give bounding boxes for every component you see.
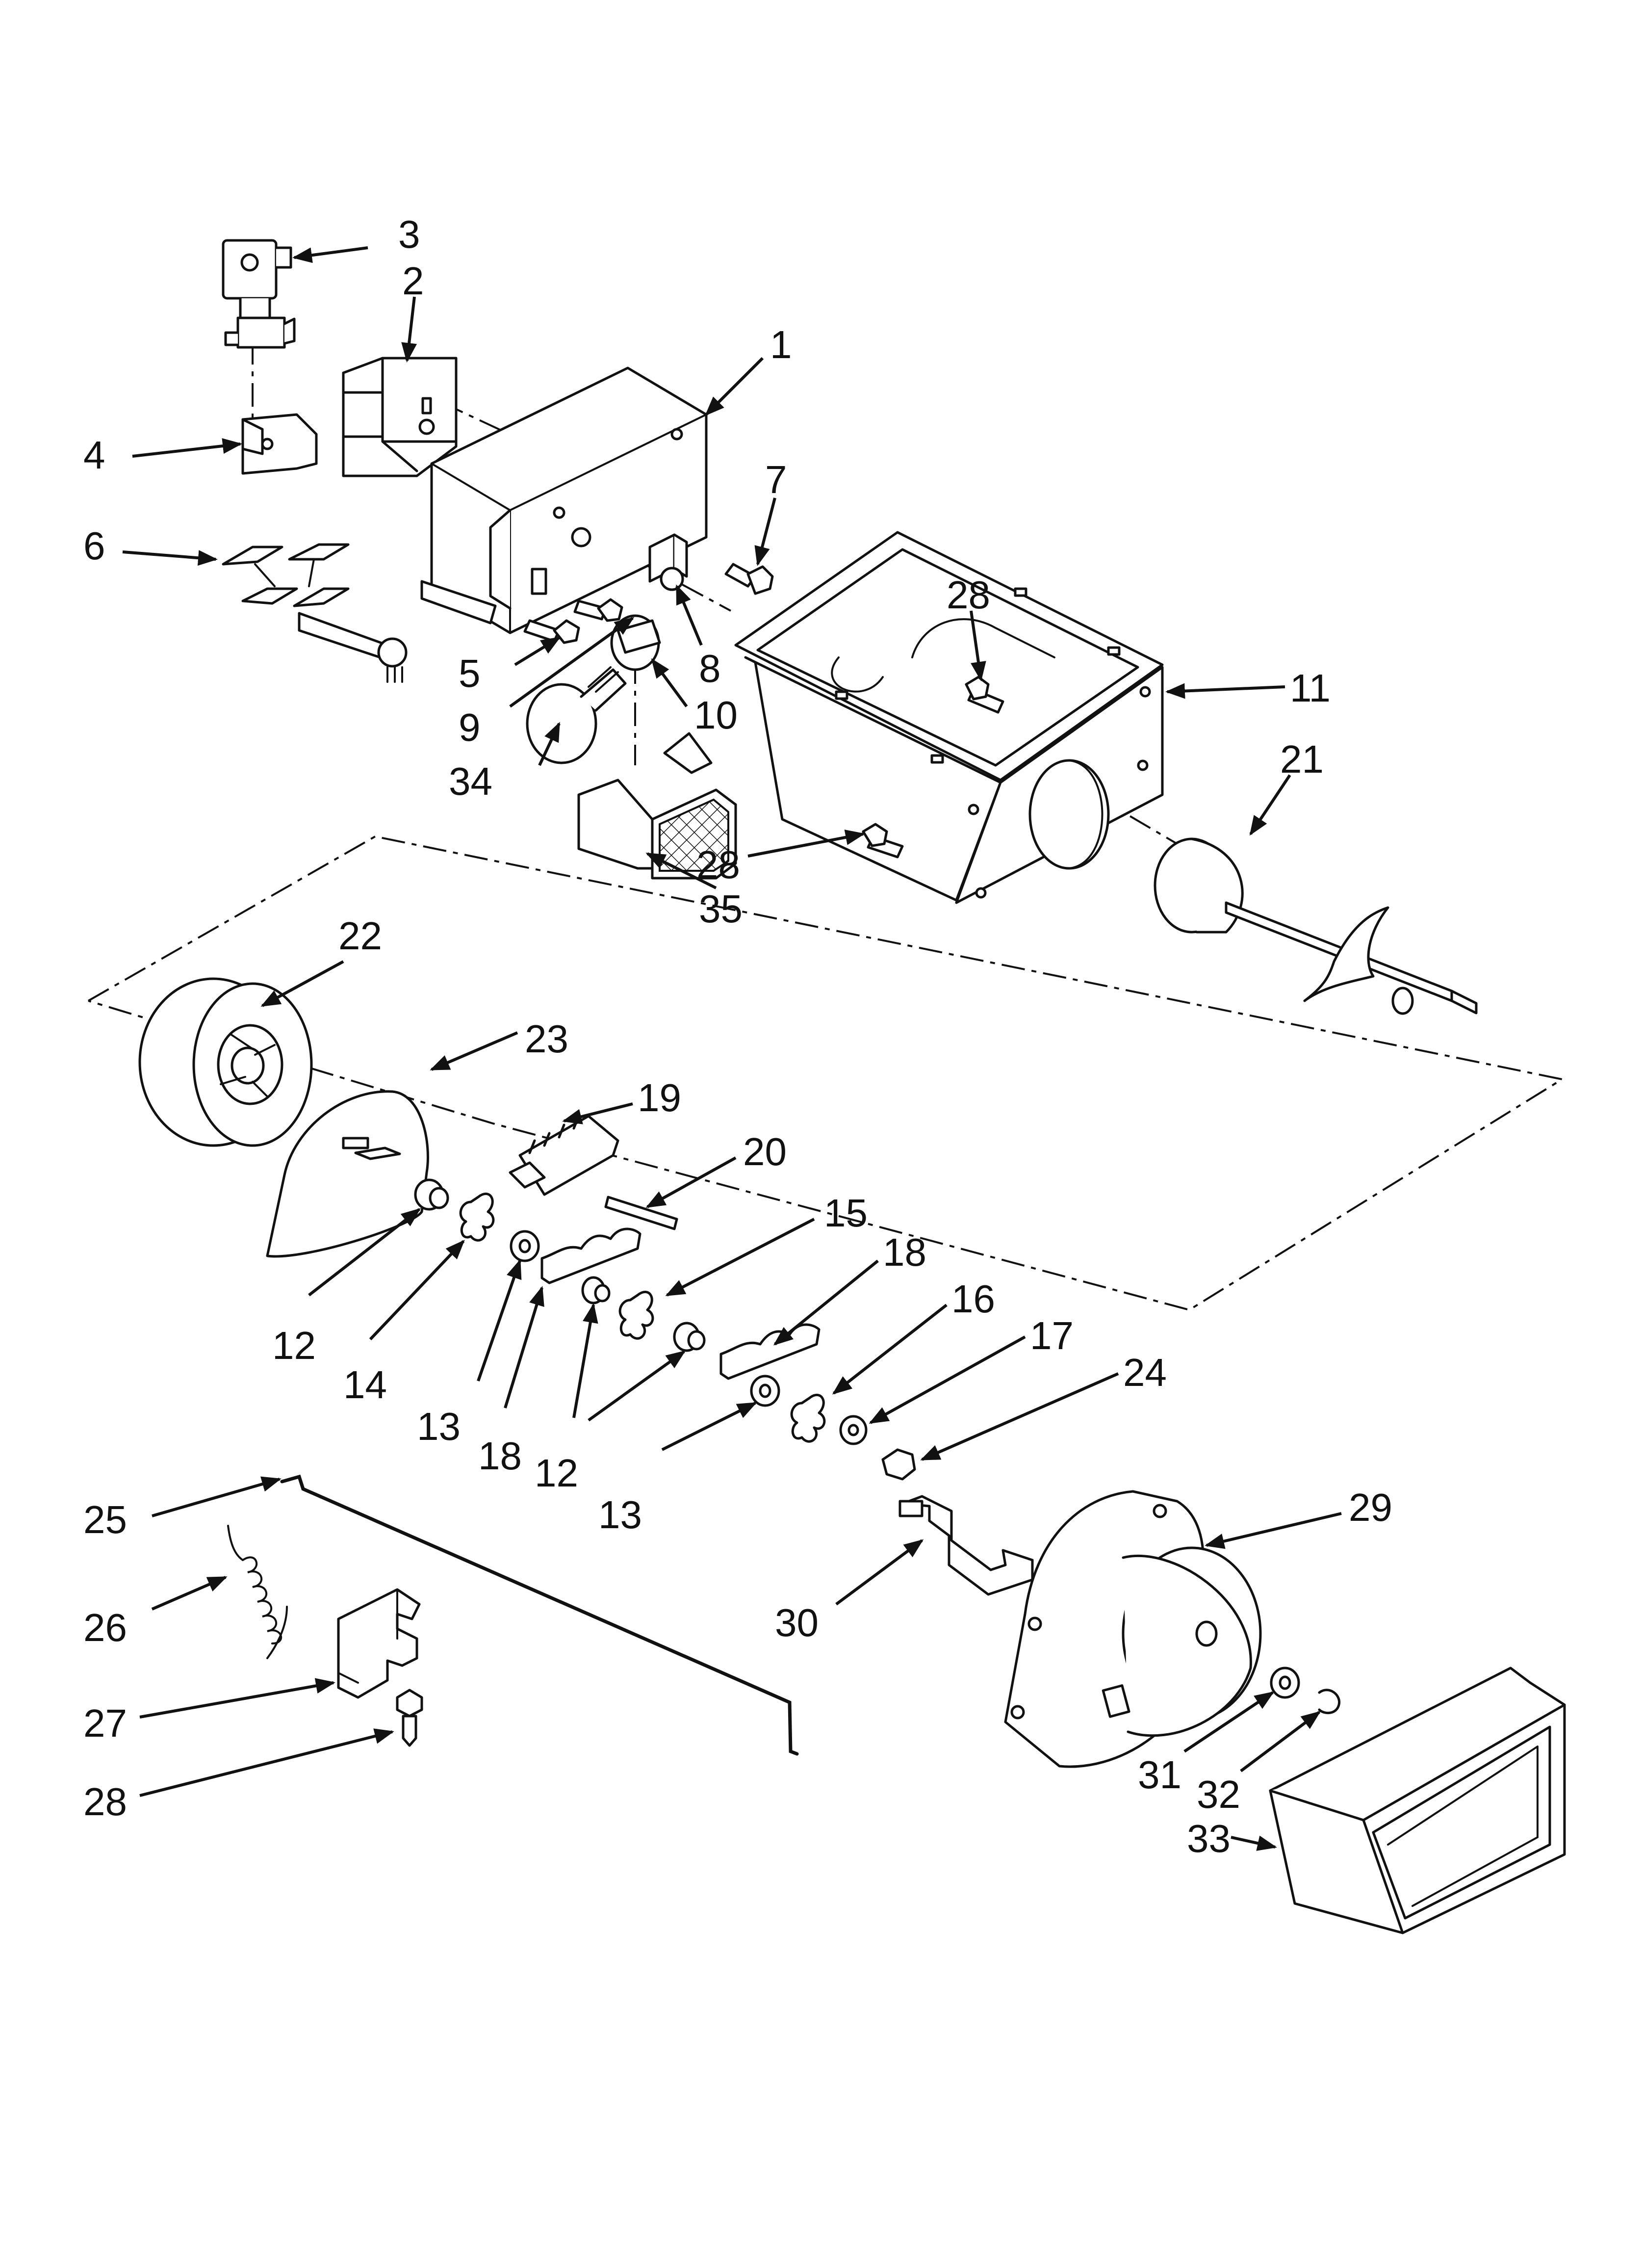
part-water-valve	[222, 239, 296, 349]
part-bracket-8	[648, 533, 688, 591]
part-motor	[1004, 1490, 1262, 1768]
callout-17: 17	[1030, 1314, 1074, 1357]
callout-21: 21	[1280, 737, 1324, 781]
part-nut-24	[881, 1448, 916, 1481]
callout-26: 26	[83, 1606, 127, 1649]
part-screw-9	[573, 598, 623, 622]
part-screw-28-bin-side	[862, 823, 904, 859]
callout-24: 24	[1123, 1351, 1167, 1394]
callout-18-left: 18	[478, 1434, 522, 1478]
callout-8: 8	[699, 647, 721, 690]
callout-30: 30	[775, 1601, 819, 1644]
callout-23: 23	[525, 1017, 568, 1061]
part-washer-13-a	[510, 1230, 540, 1262]
part-cam-18-a	[540, 1227, 641, 1284]
part-drive-wheel	[138, 977, 313, 1147]
callout-1: 1	[770, 323, 792, 366]
callout-28-mid: 28	[696, 843, 740, 886]
callout-34: 34	[449, 759, 492, 803]
part-bushing-12-a	[414, 1178, 449, 1211]
callout-10: 10	[694, 693, 738, 737]
part-bushing-12-b	[581, 1276, 611, 1304]
part-bushing-12-c	[673, 1322, 706, 1352]
callout-32: 32	[1197, 1773, 1240, 1816]
callout-15: 15	[824, 1191, 868, 1235]
part-motor-cover	[1269, 1667, 1566, 1934]
callout-4: 4	[83, 433, 105, 477]
part-gear-14	[459, 1193, 495, 1242]
callout-12-left: 12	[272, 1324, 316, 1367]
part-washer-13-b	[750, 1375, 780, 1407]
part-rod	[280, 1474, 799, 1756]
callout-12-mid: 12	[535, 1451, 578, 1495]
callout-11: 11	[1290, 666, 1331, 710]
part-control-housing	[420, 366, 708, 634]
callout-18-right: 18	[883, 1230, 926, 1274]
part-motor-bracket	[898, 1495, 1034, 1596]
callout-6: 6	[83, 524, 105, 568]
callout-3: 3	[398, 212, 420, 256]
part-auger	[1154, 837, 1478, 1015]
callout-33: 33	[1187, 1817, 1231, 1860]
callout-13-mid: 13	[598, 1493, 642, 1537]
part-gear-15	[618, 1291, 654, 1340]
part-gear-16	[790, 1394, 826, 1443]
callout-13-left: 13	[417, 1405, 461, 1448]
part-actuator-block	[509, 1115, 619, 1196]
part-washer-31	[1270, 1667, 1300, 1699]
part-timer-motor	[342, 357, 458, 477]
callout-25: 25	[83, 1498, 127, 1541]
leader-lines	[122, 246, 1342, 1851]
part-spring	[227, 1525, 288, 1659]
callout-31: 31	[1138, 1753, 1181, 1797]
callout-35: 35	[699, 887, 743, 931]
callout-28-upper: 28	[947, 573, 990, 617]
part-ice-bin-housing	[734, 531, 1164, 904]
callout-14: 14	[343, 1363, 387, 1407]
part-screw-28-lower	[396, 1689, 423, 1747]
callout-2: 2	[402, 259, 424, 303]
part-cam-plate	[266, 1090, 429, 1258]
callout-labels: 3 2 1 4 6 7 5 8 9 10 11 28 34 28 35 21 2…	[83, 212, 1392, 1860]
callout-5: 5	[459, 652, 481, 695]
part-cam-18-b	[719, 1323, 821, 1380]
part-pin	[604, 1196, 678, 1230]
part-ring-32	[1318, 1689, 1341, 1715]
assembly-dash-box	[88, 835, 1565, 1311]
callout-20: 20	[743, 1130, 787, 1173]
callout-19: 19	[638, 1076, 681, 1120]
callout-27: 27	[83, 1701, 127, 1745]
part-valve-bracket	[241, 413, 318, 475]
part-screw-7	[724, 563, 774, 595]
part-screw-5	[523, 619, 580, 644]
callout-16: 16	[951, 1277, 995, 1321]
callout-22: 22	[338, 914, 382, 958]
part-light-shield	[577, 732, 737, 880]
part-clip	[337, 1588, 421, 1699]
part-light-bulb	[526, 666, 627, 764]
part-switch-harness	[222, 543, 408, 683]
callout-29: 29	[1349, 1486, 1392, 1529]
callout-28-lower: 28	[83, 1780, 127, 1824]
part-washer-17	[839, 1415, 868, 1445]
callout-9: 9	[459, 705, 481, 749]
callout-7: 7	[765, 458, 787, 501]
